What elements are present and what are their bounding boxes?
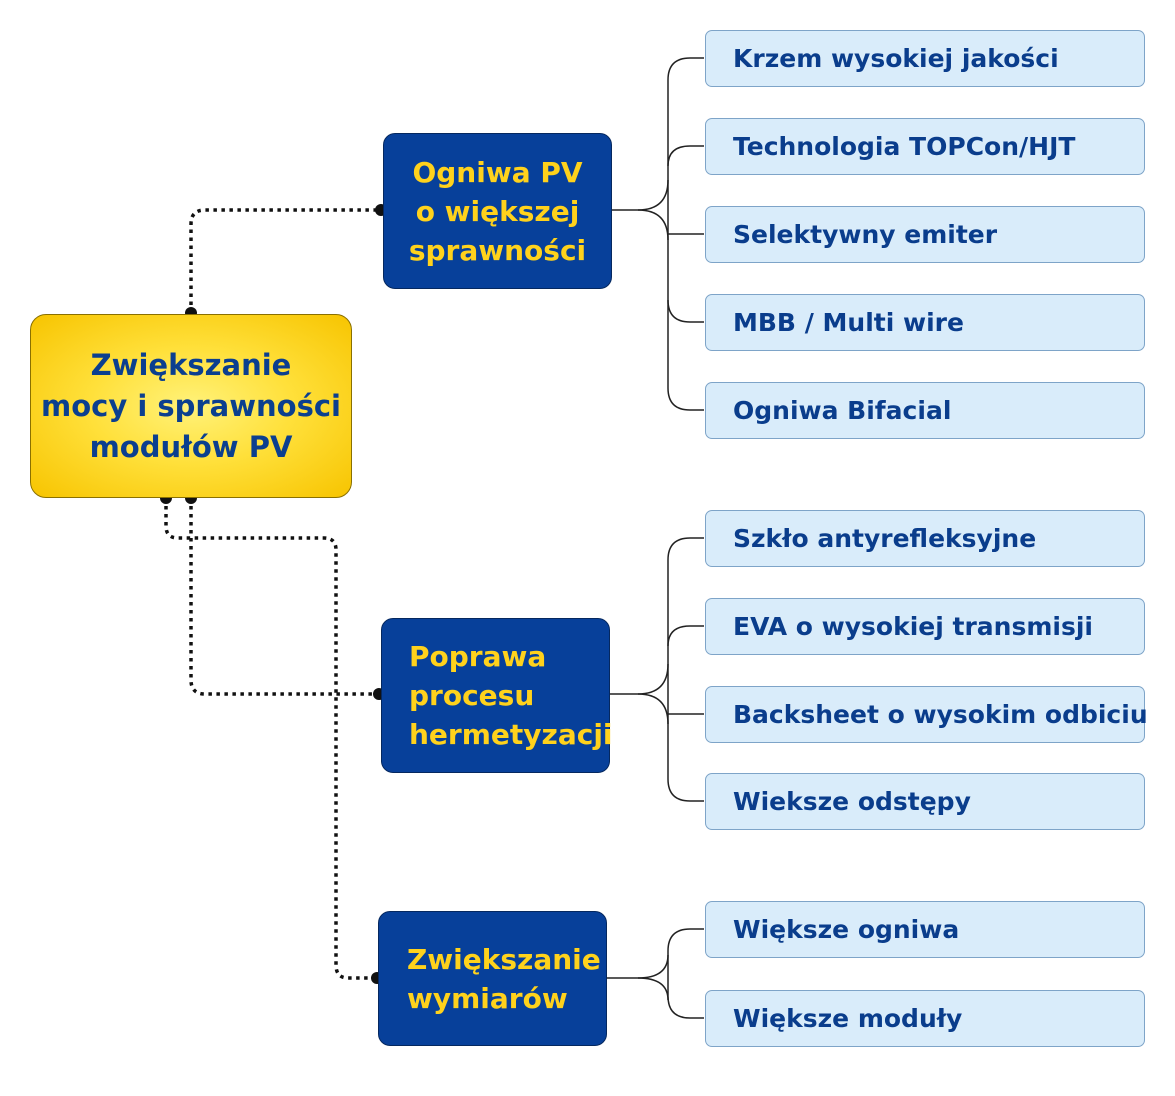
- root-label-line: Zwiększanie: [90, 347, 292, 382]
- leaf-label: Większe ogniwa: [733, 915, 960, 944]
- leaf-label: Technologia TOPCon/HJT: [733, 132, 1076, 161]
- connector-root-to-cells: [189, 208, 381, 313]
- branch-node-encapsulation: Poprawa procesu hermetyzacji: [381, 618, 613, 773]
- root-label-line: mocy i sprawności: [40, 388, 341, 423]
- leaf-node: Ogniwa Bifacial: [705, 382, 1145, 439]
- leaf-node: Wieksze odstępy: [705, 773, 1145, 830]
- leaf-label: Selektywny emiter: [733, 220, 998, 249]
- branch-label-line: Poprawa: [409, 640, 547, 673]
- branch-label-line: Ogniwa PV: [412, 155, 583, 189]
- bracket-dimensions: [607, 928, 704, 1019]
- leaf-node: Selektywny emiter: [705, 206, 1145, 263]
- leaf-label: Ogniwa Bifacial: [733, 396, 952, 425]
- leaf-label: Większe moduły: [733, 1004, 963, 1033]
- leaf-node: Backsheet o wysokim odbiciu: [705, 686, 1148, 743]
- branch-label-line: wymiarów: [407, 981, 568, 1015]
- leaf-node: MBB / Multi wire: [705, 294, 1145, 351]
- connector-root-to-encapsulation: [189, 498, 379, 696]
- leaf-label: Wieksze odstępy: [733, 787, 971, 816]
- leaf-node: Większe ogniwa: [705, 901, 1145, 958]
- leaf-label: Krzem wysokiej jakości: [733, 44, 1059, 73]
- leaf-label: EVA o wysokiej transmisji: [733, 612, 1093, 641]
- branch-label-line: sprawności: [408, 233, 587, 267]
- branch-label-line: o większej: [415, 194, 580, 228]
- bracket-cells: [612, 57, 704, 411]
- branch-label-line: Zwiększanie: [407, 942, 601, 976]
- root-label-line: modułów PV: [89, 429, 293, 464]
- branch-label-line: hermetyzacji: [409, 718, 613, 751]
- branch-node-dimensions: Zwiększanie wymiarów: [378, 911, 607, 1046]
- branch-label-line: procesu: [409, 679, 535, 712]
- leaf-label: Backsheet o wysokim odbiciu: [733, 700, 1148, 729]
- root-node: Zwiększanie mocy i sprawności modułów PV: [30, 314, 352, 498]
- leaf-label: Szkło antyrefleksyjne: [733, 524, 1037, 553]
- leaf-node: Większe moduły: [705, 990, 1145, 1047]
- leaf-node: EVA o wysokiej transmisji: [705, 598, 1145, 655]
- bracket-encapsulation: [610, 537, 704, 802]
- branch-node-cells: Ogniwa PV o większej sprawności: [383, 133, 612, 289]
- leaf-label: MBB / Multi wire: [733, 308, 964, 337]
- connector-root-to-dimensions: [164, 498, 377, 980]
- leaf-node: Krzem wysokiej jakości: [705, 30, 1145, 87]
- leaf-node: Szkło antyrefleksyjne: [705, 510, 1145, 567]
- leaf-node: Technologia TOPCon/HJT: [705, 118, 1145, 175]
